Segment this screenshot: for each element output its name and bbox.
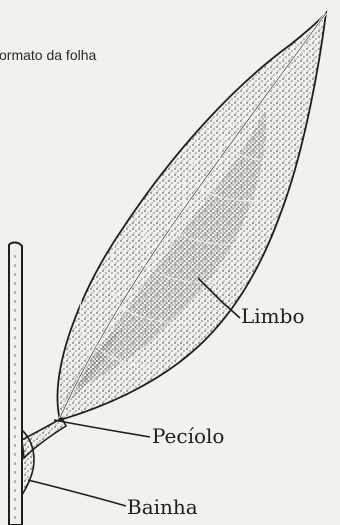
stem — [9, 243, 22, 525]
leader-line-bainha — [28, 480, 126, 506]
label-peciolo: Pecíolo — [152, 424, 224, 448]
leaf-blade — [57, 13, 326, 420]
petiole — [22, 418, 66, 458]
label-bainha: Bainha — [127, 495, 198, 519]
label-limbo: Limbo — [241, 304, 305, 328]
leader-line-peciolo — [54, 420, 150, 437]
